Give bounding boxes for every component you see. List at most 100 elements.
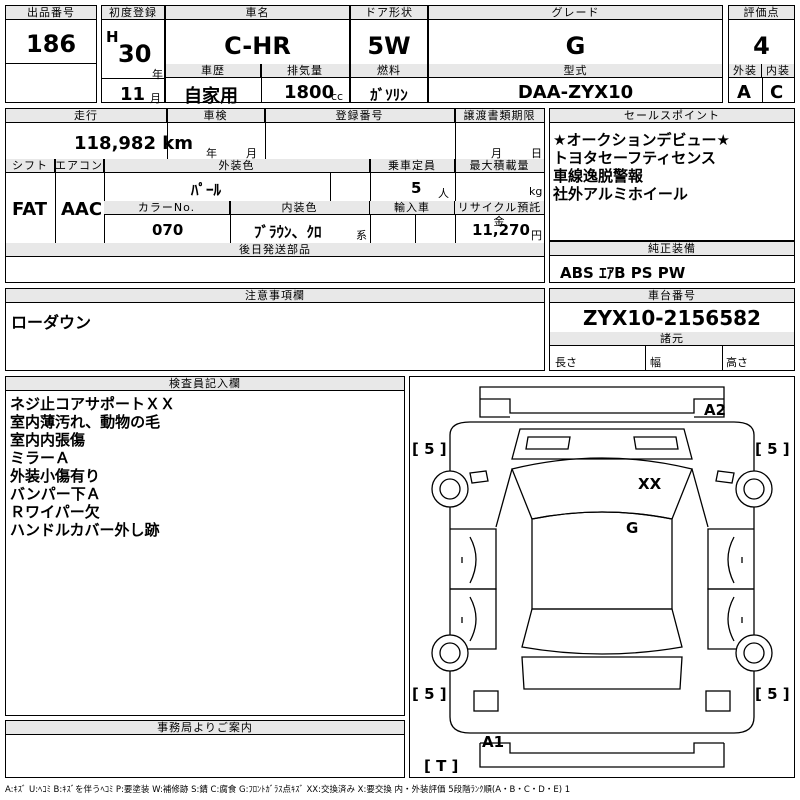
color-no-value: 070	[152, 221, 184, 239]
first-registration-year: 30	[118, 40, 152, 68]
capacity-unit: 人	[438, 187, 449, 200]
first-registration-month: 11	[120, 84, 146, 105]
history-value: 自家用	[184, 86, 238, 107]
aircon-label: エアコン	[55, 159, 104, 173]
lot-number-label: 出品番号	[6, 6, 96, 20]
car-name-label: 車名	[166, 6, 349, 20]
office-box: 事務局よりご案内	[5, 720, 405, 778]
diagram-tire-rear-right: [ 5 ]	[755, 685, 790, 703]
inspector-label: 検査員記入欄	[6, 377, 404, 391]
capacity-value: 5	[411, 179, 422, 197]
mileage-value: 118,982 km	[74, 133, 193, 154]
car-name-value: C-HR	[224, 32, 291, 60]
caution-box: 注意事項欄 ローダウン	[5, 288, 545, 371]
caution-label: 注意事項欄	[6, 289, 544, 303]
aircon-value: AAC	[61, 199, 103, 220]
diagram-trunk-t: [ T ]	[424, 757, 458, 775]
door-label: ドア形状	[351, 6, 427, 20]
first-registration-month-unit: 月	[150, 92, 161, 105]
sales-points-box: セールスポイント ★オークションデビュー★ トヨタセーフティセンス 車線逸脱警報…	[549, 108, 795, 241]
damage-diagram-box: A2 XX G A1 [ 5 ] [ 5 ] [ 5 ] [ 5 ] [ T ]	[409, 376, 795, 778]
history-label: 車歴	[166, 64, 261, 78]
interior-label: 内装	[762, 64, 794, 78]
inspector-note: 室内内張傷	[10, 431, 86, 449]
score-box: 評価点 4 外装 内装 A C	[728, 5, 795, 103]
interior-value: C	[770, 82, 784, 103]
max-load-label: 最大積載量	[455, 159, 544, 173]
ext-color-label: 外装色	[104, 159, 370, 173]
ext-color-value: ﾊﾟｰﾙ	[191, 181, 222, 199]
sales-point-item: ★オークションデビュー★	[553, 131, 730, 149]
lot-number-box: 出品番号 186	[5, 5, 97, 103]
details-block: 走行 車検 登録番号 譲渡書類期限 118,982 km 年 月 月 日 シフト…	[5, 108, 545, 283]
first-registration-label: 初度登録	[102, 6, 164, 20]
recycle-value: 11,270	[472, 221, 530, 239]
equipment-box: 純正装備 ABS ｴｱB PS PW	[549, 241, 795, 283]
equipment-value: ABS ｴｱB PS PW	[560, 264, 686, 282]
inspector-note: バンパー下Ａ	[10, 485, 101, 503]
diagram-tire-rear-left: [ 5 ]	[412, 685, 447, 703]
diagram-a1: A1	[482, 733, 504, 751]
transfer-month-unit: 月	[491, 147, 502, 160]
specs-width: 幅	[650, 356, 661, 369]
sales-point-item: 社外アルミホイール	[553, 185, 688, 203]
first-registration-year-unit: 年	[152, 68, 163, 81]
model-label: 型式	[429, 64, 722, 78]
office-label: 事務局よりご案内	[6, 721, 404, 735]
diagram-tire-front-left: [ 5 ]	[412, 440, 447, 458]
first-registration-era: H	[106, 28, 119, 46]
displacement-unit: cc	[331, 90, 344, 103]
int-color-unit: 系	[356, 229, 367, 242]
specs-height: 高さ	[726, 356, 748, 369]
grade-box: グレード G 型式 DAA-ZYX10	[428, 5, 723, 103]
int-color-label: 内装色	[230, 201, 370, 215]
shift-label: シフト	[6, 159, 55, 173]
fuel-value: ｶﾞｿﾘﾝ	[370, 86, 408, 104]
model-value: DAA-ZYX10	[517, 82, 634, 103]
fuel-label: 燃料	[351, 64, 427, 78]
door-box: ドア形状 5W 燃料 ｶﾞｿﾘﾝ	[350, 5, 428, 104]
door-value: 5W	[367, 32, 411, 60]
inspection-month-unit: 月	[246, 147, 257, 160]
diagram-tire-front-right: [ 5 ]	[755, 440, 790, 458]
transfer-day-unit: 日	[531, 147, 542, 160]
chassis-value: ZYX10-2156582	[583, 306, 761, 330]
specs-length: 長さ	[555, 356, 577, 369]
legend-text: A:ｷｽﾞ U:ﾍｺﾐ B:ｷｽﾞを伴うﾍｺﾐ P:要塗装 W:補修跡 S:錆 …	[5, 785, 571, 795]
displacement-value: 1800	[284, 82, 335, 103]
caution-value: ローダウン	[11, 313, 92, 332]
equipment-label: 純正装備	[550, 242, 794, 256]
sales-points-label: セールスポイント	[550, 109, 794, 123]
exterior-label: 外装	[729, 64, 762, 78]
shift-value: FAT	[12, 199, 48, 220]
transfer-label: 譲渡書類期限	[455, 109, 544, 123]
car-name-box: 車名 C-HR 車歴 排気量 自家用 1800 cc	[165, 5, 350, 107]
max-load-unit: kg	[529, 185, 543, 198]
inspector-note: 外装小傷有り	[10, 467, 101, 485]
car-diagram: A2 XX G A1 [ 5 ] [ 5 ] [ 5 ] [ 5 ] [ T ]	[412, 386, 790, 775]
recycle-label: リサイクル預託金	[455, 201, 544, 228]
sales-point-item: トヨタセーフティセンス	[553, 149, 716, 167]
inspector-note: 室内薄汚れ、動物の毛	[10, 413, 161, 431]
inspector-box: 検査員記入欄 ネジ止コアサポートＸＸ 室内薄汚れ、動物の毛 室内内張傷 ミラーＡ…	[5, 376, 405, 716]
diagram-a2: A2	[704, 401, 726, 419]
first-registration-box: 初度登録 H 30 年 11 月	[101, 5, 165, 105]
diagram-g: G	[626, 519, 638, 537]
chassis-label: 車台番号	[550, 289, 794, 303]
specs-label: 諸元	[550, 332, 794, 346]
int-color-value: ﾌﾞﾗｳﾝ、ｸﾛ	[254, 223, 322, 241]
color-no-label: カラーNo.	[104, 201, 230, 215]
inspector-note: ハンドルカバー外し跡	[10, 521, 160, 539]
exterior-value: A	[737, 82, 751, 103]
inspector-note: ミラーＡ	[10, 449, 71, 467]
registration-label: 登録番号	[265, 109, 455, 123]
grade-label: グレード	[429, 6, 722, 20]
lot-number-value: 186	[26, 30, 77, 58]
capacity-label: 乗車定員	[370, 159, 455, 173]
diagram-xx: XX	[638, 475, 662, 493]
score-label: 評価点	[729, 6, 794, 20]
inspection-label: 車検	[167, 109, 265, 123]
inspector-note: ネジ止コアサポートＸＸ	[10, 395, 176, 413]
sales-point-item: 車線逸脱警報	[553, 167, 644, 185]
score-value: 4	[753, 32, 770, 60]
